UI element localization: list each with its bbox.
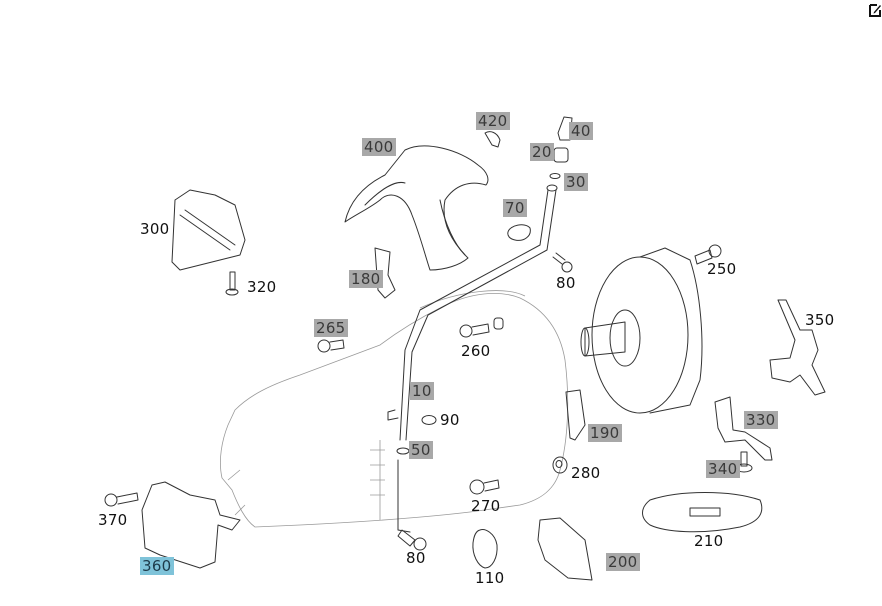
callout-90[interactable]: 90 [440, 411, 460, 429]
cover-210 [642, 492, 763, 533]
bracket-180 [374, 247, 396, 299]
bolt-320 [225, 271, 239, 296]
seal-30 [549, 173, 561, 179]
callout-270[interactable]: 270 [471, 497, 501, 515]
callout-260[interactable]: 260 [461, 342, 491, 360]
callout-70[interactable]: 70 [503, 199, 527, 217]
bracket-330 [714, 396, 773, 461]
callout-210[interactable]: 210 [694, 532, 724, 550]
callout-110[interactable]: 110 [475, 569, 505, 587]
callout-400[interactable]: 400 [362, 138, 396, 156]
bolt-80-top [552, 252, 573, 273]
bolt-250 [694, 244, 722, 265]
callout-300[interactable]: 300 [140, 220, 170, 238]
callout-80-bottom[interactable]: 80 [406, 549, 426, 567]
bolt-370 [104, 492, 139, 507]
clip-420 [484, 131, 501, 148]
transmission-housing [220, 290, 569, 528]
bracket-190 [565, 389, 586, 441]
callout-350[interactable]: 350 [805, 311, 835, 329]
mount-360 [141, 481, 241, 569]
bracket-350 [769, 299, 826, 396]
callout-320[interactable]: 320 [247, 278, 277, 296]
callout-30[interactable]: 30 [564, 173, 588, 191]
nut-280 [552, 456, 568, 474]
callout-200[interactable]: 200 [606, 553, 640, 571]
filter-200 [537, 517, 593, 581]
bolt-80-bottom [397, 529, 427, 551]
callout-190[interactable]: 190 [588, 424, 622, 442]
callout-340[interactable]: 340 [706, 460, 740, 478]
heat-shield [344, 145, 489, 271]
callout-10[interactable]: 10 [410, 382, 434, 400]
bolt-270 [469, 479, 500, 495]
callout-180[interactable]: 180 [349, 270, 383, 288]
callout-250[interactable]: 250 [707, 260, 737, 278]
bracket-300 [171, 189, 246, 271]
cap-110 [472, 529, 498, 569]
clamp-70 [507, 224, 531, 241]
callout-420[interactable]: 420 [476, 112, 510, 130]
seal-50 [396, 447, 410, 455]
dipstick-tube [387, 184, 558, 533]
callout-80-top[interactable]: 80 [556, 274, 576, 292]
torque-converter [580, 247, 703, 414]
callout-40[interactable]: 40 [569, 122, 593, 140]
callout-360[interactable]: 360 [140, 557, 174, 575]
callout-50[interactable]: 50 [409, 441, 433, 459]
edit-icon[interactable] [868, 2, 882, 18]
callout-280[interactable]: 280 [571, 464, 601, 482]
callout-265[interactable]: 265 [314, 319, 348, 337]
callout-370[interactable]: 370 [98, 511, 128, 529]
washer-90 [421, 415, 437, 425]
bolt-260 [459, 317, 504, 338]
callout-20[interactable]: 20 [530, 143, 554, 161]
callout-330[interactable]: 330 [744, 411, 778, 429]
plug-20 [553, 147, 569, 163]
bolt-265 [317, 339, 345, 353]
